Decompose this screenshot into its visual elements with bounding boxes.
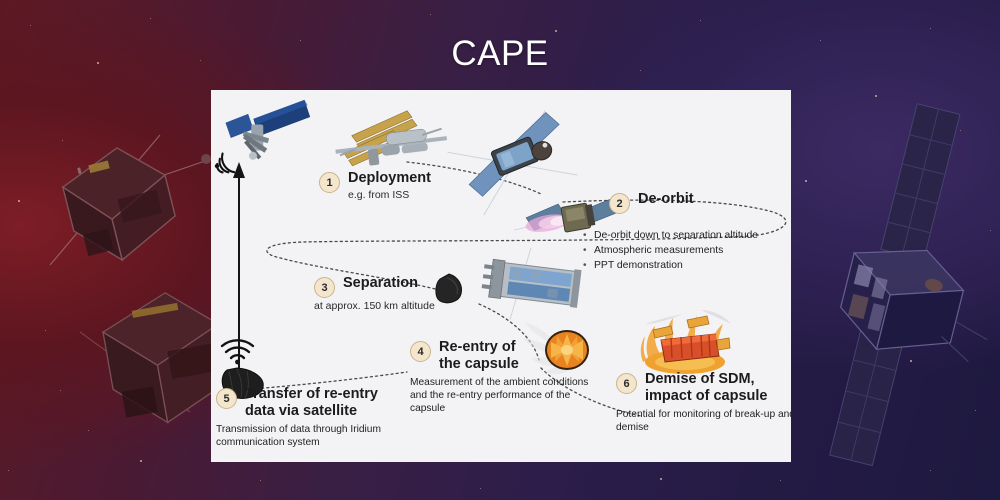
page-title: CAPE [451,34,549,73]
step-4-description: Measurement of the ambient conditions an… [410,377,589,414]
step-6-badge: 6 [616,373,637,394]
step-2-bullet-list: De-orbit down to separation altitude Atm… [583,228,758,273]
step-3-title: Separation [343,275,418,291]
mission-flow-diagram: 1 Deployment e.g. from ISS 2 De-orbit De… [211,90,791,462]
step-2-badge: 2 [609,193,630,214]
step-5-title: Transfer of re-entry data via satellite [245,386,378,419]
step-2-deorbit: 2 De-orbit De-orbit down to separation a… [583,191,758,273]
step-1-badge: 1 [319,172,340,193]
step-6-title: Demise of SDM, impact of capsule [645,371,768,404]
step-4-title: Re-entry of the capsule [439,339,519,372]
step-3-badge: 3 [314,277,335,298]
step-5-badge: 5 [216,388,237,409]
step-5-description: Transmission of data through Iridium com… [216,424,381,448]
step-4-badge: 4 [410,341,431,362]
step-5-data-transfer: 5 Transfer of re-entry data via satellit… [216,386,391,449]
step-2-bullet-1: De-orbit down to separation altitude [583,228,758,243]
step-1-deployment: 1 Deployment e.g. from ISS [319,170,431,202]
uplink-arrow-icon [233,162,245,378]
step-2-bullet-3: PPT demonstration [583,258,758,273]
cubesat-left-upper [40,130,211,280]
step-6-description: Potential for monitoring of break-up and… [616,409,791,433]
step-3-separation: 3 Separation at approx. 150 km altitude [314,275,435,313]
cubesat-right-with-solar-wings [812,103,1000,467]
step-1-subtitle: e.g. from ISS [348,189,410,201]
step-1-title: Deployment [348,170,431,186]
step-2-bullet-2: Atmospheric measurements [583,243,758,258]
step-3-subtitle: at approx. 150 km altitude [314,300,435,312]
step-6-demise: 6 Demise of SDM, impact of capsule Poten… [616,371,791,434]
step-2-title: De-orbit [638,191,694,207]
step-4-reentry: 4 Re-entry of the capsule Measurement of… [410,339,605,415]
diagram-panel: 1 Deployment e.g. from ISS 2 De-orbit De… [211,90,791,462]
